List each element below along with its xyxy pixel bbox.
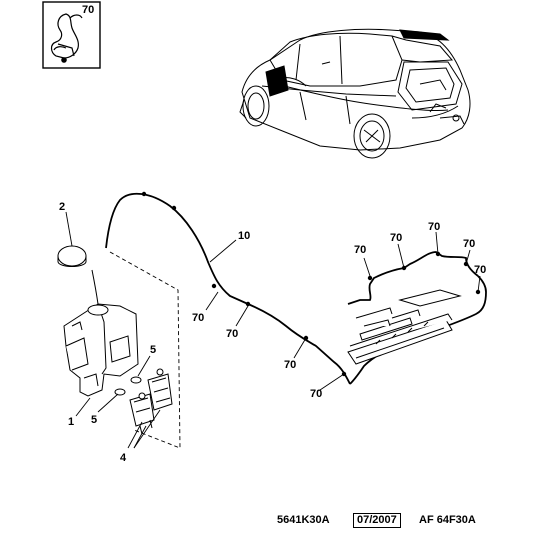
hose-clip-points bbox=[141, 191, 481, 377]
inset-clip-box: 70 bbox=[42, 1, 101, 69]
label-clip: 70 bbox=[463, 238, 475, 250]
inset-label: 70 bbox=[82, 4, 94, 16]
car-illustration bbox=[239, 28, 471, 159]
label-clip: 70 bbox=[192, 312, 204, 324]
leader-lines bbox=[65, 211, 481, 449]
label-seal-upper: 5 bbox=[150, 344, 156, 356]
label-reservoir: 1 bbox=[68, 416, 74, 428]
diagram-code: AF 64F30A bbox=[419, 514, 476, 526]
washer-reservoir bbox=[63, 269, 139, 397]
label-hose: 10 bbox=[238, 230, 250, 242]
diagram-reference: 5641K30A bbox=[277, 514, 330, 526]
seal-rings bbox=[114, 376, 142, 396]
reservoir-outline bbox=[109, 251, 181, 449]
label-clip: 70 bbox=[310, 388, 322, 400]
label-seal-lower: 5 bbox=[91, 414, 97, 426]
label-pumps: 4 bbox=[120, 452, 127, 464]
label-clip: 70 bbox=[428, 221, 440, 233]
label-cap: 2 bbox=[59, 201, 65, 213]
label-clip: 70 bbox=[284, 359, 296, 371]
label-clip: 70 bbox=[390, 232, 402, 244]
label-clip: 70 bbox=[226, 328, 238, 340]
clip-icon bbox=[50, 13, 83, 63]
washer-pumps bbox=[129, 368, 173, 435]
rear-brake-light bbox=[347, 289, 462, 365]
diagram-date: 07/2007 bbox=[353, 513, 401, 528]
filler-cap bbox=[57, 245, 87, 267]
label-clip: 70 bbox=[354, 244, 366, 256]
label-clip: 70 bbox=[474, 264, 486, 276]
